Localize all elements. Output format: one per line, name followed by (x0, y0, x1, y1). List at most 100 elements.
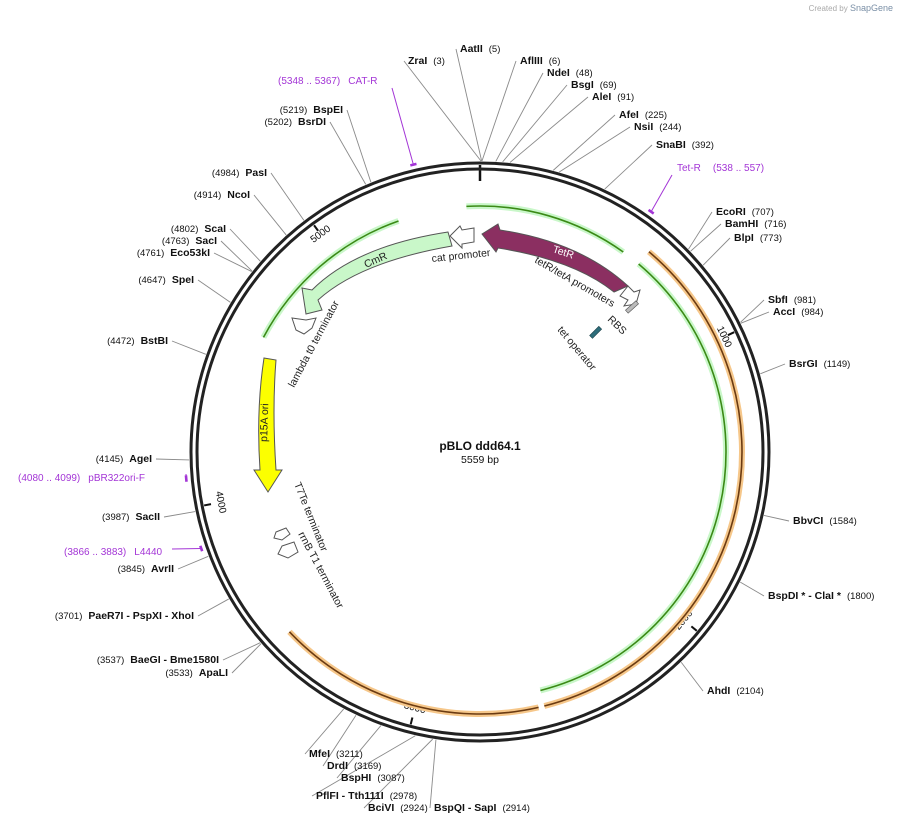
enzyme-site-label[interactable]: NsiI (244) (634, 121, 681, 133)
tick-mark (203, 503, 212, 507)
enzyme-site-label[interactable]: BspDI * - ClaI *(1800) (768, 590, 874, 602)
enzyme-site-label[interactable]: (3845)AvrII (118, 563, 175, 575)
enzyme-leader-line (322, 715, 357, 767)
enzyme-site-label[interactable]: BlpI(773) (734, 232, 782, 244)
enzyme-site-label[interactable]: PflFI - Tth111I(2978) (316, 790, 417, 802)
cat-promoter-arrow[interactable] (449, 225, 475, 250)
plasmid-right-green-arc[interactable] (540, 263, 727, 692)
enzyme-name: AccI (773, 306, 795, 318)
primer-label[interactable]: Tet-R(538 .. 557) (677, 163, 764, 174)
enzyme-site-label[interactable]: AhdI(2104) (707, 685, 764, 697)
enzyme-site-label[interactable]: (4761)Eco53kI (137, 247, 210, 259)
enzyme-leader-line (171, 340, 207, 355)
enzyme-leader-line (702, 237, 731, 266)
enzyme-site-label[interactable]: (3987)SacII (102, 511, 160, 523)
enzyme-position: (3) (433, 56, 445, 67)
rrnb-t1-terminator-arrow[interactable] (277, 541, 299, 559)
primer-binding-mark[interactable] (647, 208, 655, 215)
enzyme-site-label[interactable]: SbfI(981) (768, 294, 816, 306)
primer-label[interactable]: (3866 .. 3883)L4440 (64, 547, 163, 558)
enzyme-leader-line (690, 223, 722, 252)
enzyme-site-label[interactable]: (5202)BsrDI (265, 116, 327, 128)
enzyme-leader-line (177, 555, 209, 570)
enzyme-site-label[interactable]: (4802)ScaI (171, 223, 226, 235)
enzyme-leader-line (688, 211, 713, 250)
enzyme-site-label[interactable]: (4763)SacI (162, 235, 217, 247)
orange-lower-arc[interactable] (288, 631, 539, 715)
rbs-marker[interactable] (625, 300, 639, 314)
enzyme-leader-line (760, 363, 786, 375)
enzyme-position: (244) (659, 122, 681, 133)
t7te-terminator-arrow[interactable] (273, 527, 291, 541)
enzyme-position: (4914) (194, 190, 221, 201)
enzyme-position: (6) (549, 56, 561, 67)
enzyme-leader-line (363, 738, 434, 809)
orange-long-arc[interactable] (544, 251, 743, 707)
enzyme-site-label[interactable]: AccI(984) (773, 306, 823, 318)
enzyme-site-label[interactable]: BsgI (69) (571, 79, 617, 91)
enzyme-site-label[interactable]: AfeI(225) (619, 109, 667, 121)
cmr-feature-arrow[interactable] (301, 231, 453, 315)
enzyme-site-label[interactable]: (3533) ApaLI (165, 667, 228, 679)
enzyme-site-label[interactable]: NdeI(48) (547, 67, 593, 79)
enzyme-site-label[interactable]: SnaBI(392) (656, 139, 714, 151)
enzyme-name: PasI (245, 167, 267, 179)
enzyme-site-label[interactable]: (4647)SpeI (138, 274, 194, 286)
enzyme-position: (3533) (165, 668, 192, 679)
enzyme-site-label[interactable]: AleI(91) (592, 91, 634, 103)
enzyme-position: (981) (794, 295, 816, 306)
enzyme-leader-line (509, 96, 589, 163)
enzyme-name: AvrII (151, 563, 174, 575)
p15a-ori-arrow[interactable] (253, 357, 283, 493)
primer-name: pBR322ori-F (88, 473, 145, 484)
lambda-t0-terminator-arrow[interactable] (291, 317, 317, 335)
enzyme-site-label[interactable]: BspHI(3087) (341, 772, 405, 784)
enzyme-site-label[interactable]: BbvCI(1584) (793, 515, 857, 527)
enzyme-name: ZraI (408, 55, 427, 67)
enzyme-name: ApaLI (199, 667, 228, 679)
enzyme-site-label[interactable]: (4914)NcoI (194, 189, 250, 201)
enzyme-position: (773) (760, 233, 782, 244)
enzyme-name: BspEI (313, 104, 343, 116)
enzyme-site-label[interactable]: (3701)PaeR7I - PspXI - XhoI (55, 610, 194, 622)
enzyme-site-label[interactable]: MfeI(3211) (309, 748, 363, 760)
enzyme-site-label[interactable]: ZraI (3) (408, 55, 445, 67)
enzyme-site-label[interactable]: AatII(5) (460, 43, 500, 55)
tick-mark (727, 331, 735, 337)
enzyme-name: SnaBI (656, 139, 686, 151)
enzyme-site-label[interactable]: BsrGI(1149) (789, 358, 850, 370)
primer-label[interactable]: (4080 .. 4099)pBR322ori-F (18, 473, 145, 484)
enzyme-site-label[interactable]: (4472)BstBI (107, 335, 168, 347)
enzyme-site-label[interactable]: BspQI - SapI(2914) (434, 802, 530, 814)
cmr-region-arc[interactable] (262, 220, 399, 338)
enzyme-site-label[interactable]: EcoRI(707) (716, 206, 774, 218)
enzyme-name: BbvCI (793, 515, 823, 527)
enzyme-name: MfeI (309, 748, 330, 760)
cmr-label: CmR (362, 250, 389, 271)
enzyme-site-label[interactable]: BamHI(716) (725, 218, 786, 230)
enzyme-leader-line (329, 121, 367, 185)
enzyme-site-label[interactable]: (4145)AgeI (96, 453, 152, 465)
enzyme-site-label[interactable]: (4984)PasI (212, 167, 267, 179)
enzyme-site-label[interactable]: DrdI(3169) (327, 760, 381, 772)
enzyme-name: SpeI (172, 274, 194, 286)
tetr-feature-arrow[interactable] (481, 223, 629, 293)
enzyme-leader-line (311, 735, 416, 797)
enzyme-leader-line (481, 60, 517, 162)
enzyme-position: (4802) (171, 224, 198, 235)
tet-promoters-arrow[interactable] (619, 285, 641, 307)
enzyme-name: BsgI (571, 79, 594, 91)
primer-leader-line (650, 174, 673, 212)
tet-operator-marker[interactable] (589, 325, 603, 339)
tetr-region-arc[interactable] (466, 205, 624, 253)
enzyme-name: NsiI (634, 121, 653, 133)
enzyme-site-label[interactable]: AflIII(6) (520, 55, 560, 67)
enzyme-leader-line (429, 739, 437, 809)
enzyme-position: (69) (600, 80, 617, 91)
enzyme-site-label[interactable]: (3537)BaeGI - Bme1580I (97, 654, 219, 666)
tick-mark (409, 717, 414, 725)
enzyme-site-label[interactable]: BciVI(2924) (368, 802, 428, 814)
enzyme-leader-line (336, 725, 382, 779)
enzyme-site-label[interactable]: (5219)BspEI (280, 104, 343, 116)
primer-label[interactable]: (5348 .. 5367)CAT-R (278, 76, 378, 87)
